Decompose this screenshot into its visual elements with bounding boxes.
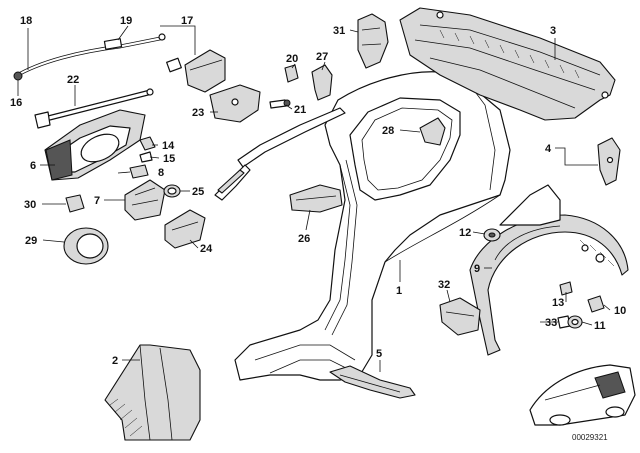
grommet-part-12[interactable] [483, 228, 501, 242]
callout-31: 31 [333, 25, 345, 37]
callout-4: 4 [545, 143, 552, 155]
callout-8: 8 [158, 167, 164, 179]
callout-20: 20 [286, 53, 298, 65]
callout-1: 1 [396, 285, 402, 297]
callout-29: 29 [25, 235, 37, 247]
bracket-part-26[interactable] [289, 184, 343, 213]
callout-13: 13 [552, 297, 564, 309]
callout-26: 26 [298, 233, 310, 245]
callout-17: 17 [181, 15, 193, 27]
callout-7: 7 [94, 195, 100, 207]
callout-19: 19 [120, 15, 132, 27]
rear-panel-part[interactable] [399, 7, 616, 121]
trim-part-32[interactable] [439, 297, 481, 336]
callout-6: 6 [30, 160, 36, 172]
callout-30: 30 [24, 199, 36, 211]
corner-trim-part[interactable] [104, 344, 201, 441]
callout-18: 18 [20, 15, 32, 27]
trim-part-28[interactable] [419, 117, 446, 146]
callout-22: 22 [67, 74, 79, 86]
callout-28: 28 [382, 125, 394, 137]
wheel-arch-liner-part[interactable] [469, 184, 629, 356]
callout-5: 5 [376, 348, 382, 360]
callout-33: 33 [545, 317, 557, 329]
callout-2: 2 [112, 355, 118, 367]
callout-32: 32 [438, 279, 450, 291]
callout-3: 3 [550, 25, 556, 37]
grommet-part-25[interactable] [163, 184, 181, 198]
callout-9: 9 [474, 263, 480, 275]
callout-24: 24 [200, 243, 213, 255]
clip-part-16[interactable] [34, 111, 51, 129]
bracket-part-7[interactable] [124, 179, 166, 221]
clip-part-13[interactable] [559, 281, 573, 296]
clip-part-15[interactable] [139, 151, 153, 163]
bracket-part-31[interactable] [357, 13, 389, 69]
bracket-part-24[interactable] [164, 209, 206, 249]
nut-part-11[interactable] [567, 315, 583, 329]
callout-23: 23 [192, 107, 204, 119]
callout-25: 25 [192, 186, 204, 198]
seal-ring-part-29[interactable] [63, 227, 109, 265]
cable-part-19[interactable] [13, 33, 166, 81]
clip-part-8[interactable] [129, 164, 149, 179]
callout-12: 12 [459, 227, 471, 239]
callout-21: 21 [294, 104, 306, 116]
clip-part-30[interactable] [65, 194, 85, 213]
screw-part-21[interactable] [269, 99, 291, 109]
clip-part-10[interactable] [587, 295, 605, 313]
callout-15: 15 [163, 153, 175, 165]
vehicle-thumbnail [529, 364, 636, 426]
fuel-filler-housing-part[interactable] [44, 109, 146, 181]
callout-11: 11 [594, 320, 606, 332]
strip-part-5[interactable] [329, 365, 416, 399]
callout-16: 16 [10, 97, 22, 109]
reference-code: 00029321 [572, 433, 608, 442]
bracket-part-23[interactable] [209, 84, 261, 123]
actuator-part-17[interactable] [166, 49, 226, 93]
callout-14: 14 [162, 140, 175, 152]
bracket-part-4[interactable] [597, 137, 621, 186]
trim-part-27[interactable] [311, 64, 333, 101]
clip-part-14[interactable] [139, 136, 156, 151]
leader-lines [17, 25, 611, 372]
side-panel-part[interactable] [234, 71, 511, 381]
roof-rail-part[interactable] [214, 107, 346, 201]
callout-labels: 1 2 3 4 5 6 7 8 9 10 11 12 13 14 15 16 1… [10, 15, 626, 367]
screw-part-20[interactable] [284, 64, 299, 83]
callout-27: 27 [316, 51, 328, 63]
callout-10: 10 [614, 305, 626, 317]
